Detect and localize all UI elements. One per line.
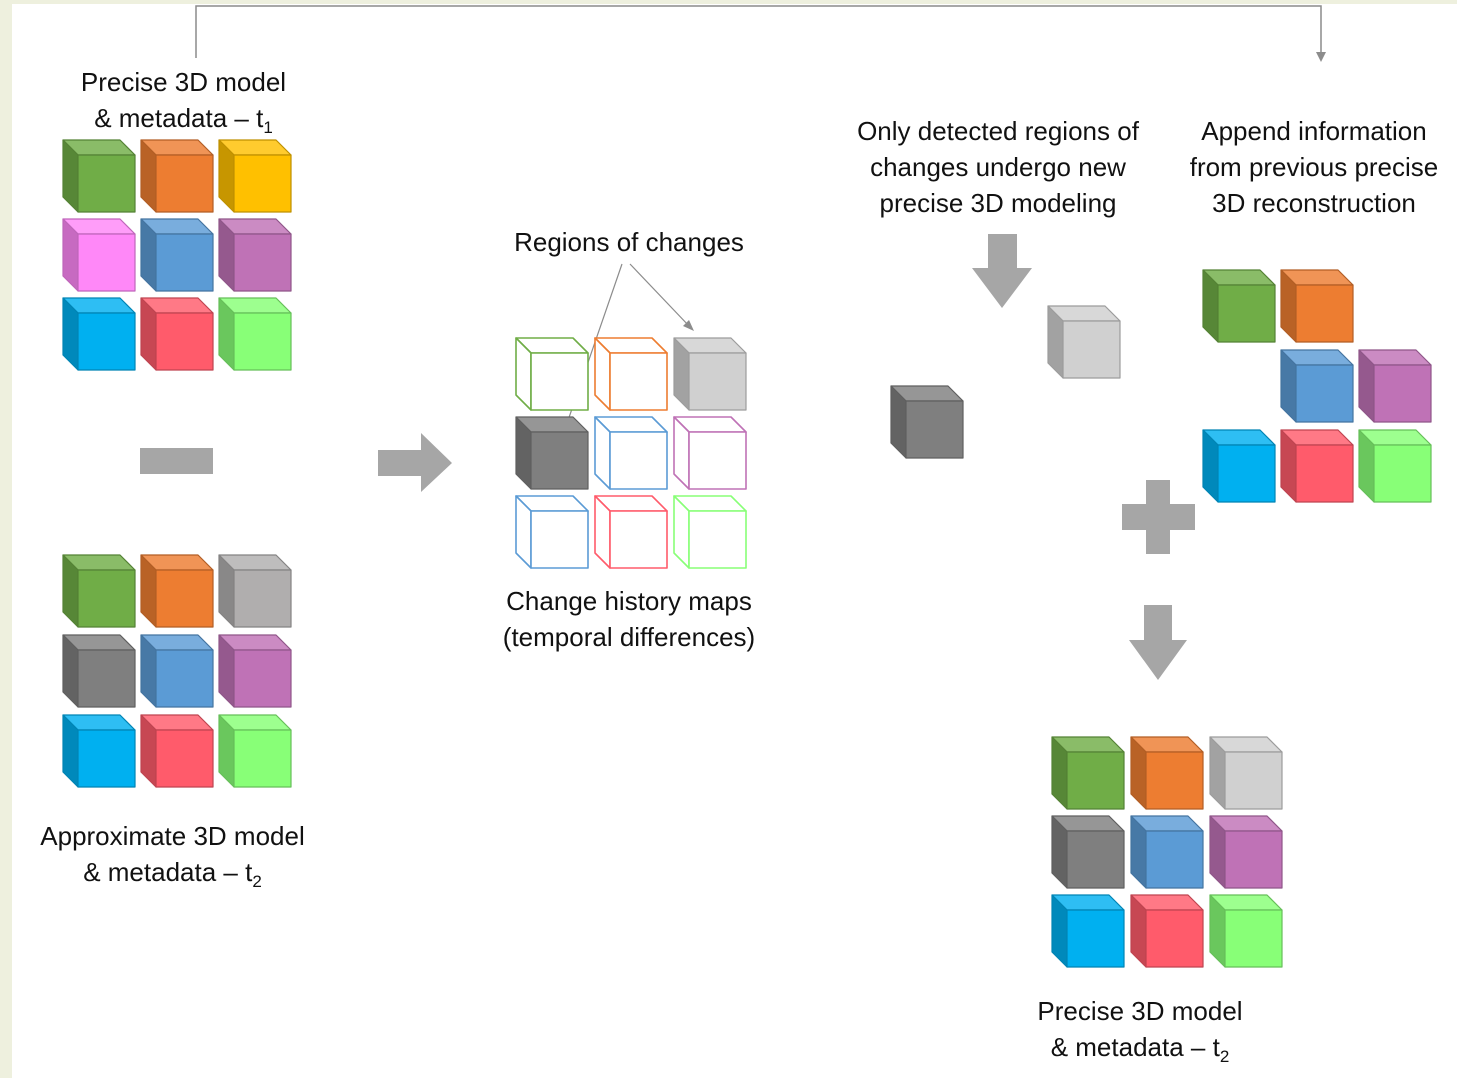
t2-precise-cube-1 [1051, 736, 1125, 810]
minus-icon [140, 448, 213, 474]
only-detected-label-line3: precise 3D modeling [879, 188, 1117, 218]
change-map-cube-7 [515, 495, 589, 569]
t2-model-label: Precise 3D model & metadata – t2 [1010, 993, 1270, 1065]
new-precise-cube-1 [1047, 305, 1121, 379]
regions-of-changes-label: Regions of changes [514, 227, 744, 257]
appended-cube-2 [1280, 269, 1354, 343]
append-info-label-line1: Append information [1201, 116, 1427, 146]
t1-precise-cube-2 [140, 139, 214, 213]
t2-precise-cube-5 [1130, 815, 1204, 889]
t2-model-label-text: & metadata – t [1050, 1032, 1220, 1062]
t1-model-label-text: & metadata – t [94, 103, 264, 133]
only-detected-label-line1: Only detected regions of [857, 116, 1139, 146]
only-detected-label-line2: changes undergo new [870, 152, 1126, 182]
feedback-connector-line [195, 5, 1322, 58]
t1-model-label: Precise 3D model & metadata – t1 [56, 64, 311, 136]
t1-precise-cube-7 [62, 297, 136, 371]
arrow-right-icon [378, 433, 452, 492]
change-map-cube-2 [594, 337, 668, 411]
t2-precise-cube-7 [1051, 894, 1125, 968]
t2-approximate-cube-7 [62, 714, 136, 788]
t2-approx-label-text: & metadata – t [83, 857, 253, 887]
appended-cube-5 [1280, 349, 1354, 423]
t2-approx-label-line2: & metadata – t2 [20, 854, 325, 890]
new-precise-cube-2 [890, 385, 964, 459]
t2-approximate-cube-4 [62, 634, 136, 708]
change-map-cube-6 [673, 416, 747, 490]
change-map-cube-5 [594, 416, 668, 490]
arrow-down-icon [1129, 605, 1187, 680]
t1-precise-cube-1 [62, 139, 136, 213]
t2-approx-label-line1: Approximate 3D model [40, 821, 305, 851]
t2-precise-cube-9 [1209, 894, 1283, 968]
arrow-down-icon [972, 234, 1032, 308]
t1-precise-cube-3 [218, 139, 292, 213]
appended-cube-6 [1358, 349, 1432, 423]
change-map-cube-3 [673, 337, 747, 411]
change-map-cube-9 [673, 495, 747, 569]
t1-model-label-line2: & metadata – t1 [56, 100, 311, 136]
t2-precise-cube-4 [1051, 815, 1125, 889]
t2-precise-cube-3 [1209, 736, 1283, 810]
t2-approximate-cube-8 [140, 714, 214, 788]
only-detected-label: Only detected regions of changes undergo… [832, 113, 1164, 221]
appended-cube-9 [1358, 429, 1432, 503]
t1-subscript: 1 [263, 118, 273, 137]
change-map-cube-4 [515, 416, 589, 490]
t2-approximate-cube-5 [140, 634, 214, 708]
append-info-label: Append information from previous precise… [1172, 113, 1456, 221]
t2-model-label-line2: & metadata – t2 [1010, 1029, 1270, 1065]
appended-cube-7 [1202, 429, 1276, 503]
t2-model-subscript: 2 [1219, 1047, 1230, 1066]
change-map-cube-8 [594, 495, 668, 569]
t2-subscript: 2 [252, 872, 262, 891]
t2-approx-label: Approximate 3D model & metadata – t2 [20, 818, 325, 890]
pointer-line-light [629, 263, 691, 328]
change-maps-label: Change history maps (temporal difference… [470, 583, 788, 655]
plus-icon-bar [1122, 504, 1195, 530]
t2-precise-cube-8 [1130, 894, 1204, 968]
t2-approximate-cube-3 [218, 554, 292, 628]
appended-cube-8 [1280, 429, 1354, 503]
t1-precise-cube-6 [218, 218, 292, 292]
change-maps-label-line2: (temporal differences) [502, 622, 756, 652]
change-maps-label-line1: Change history maps [506, 586, 752, 616]
feedback-connector-arrowhead [1316, 52, 1326, 62]
t1-precise-cube-4 [62, 218, 136, 292]
t2-approximate-cube-6 [218, 634, 292, 708]
append-info-label-line2: from previous precise [1189, 152, 1439, 182]
pointer-arrowhead-light [683, 320, 694, 331]
t1-model-label-line1: Precise 3D model [80, 67, 287, 97]
t2-approximate-cube-2 [140, 554, 214, 628]
t2-model-label-line1: Precise 3D model [1037, 996, 1243, 1026]
t1-precise-cube-8 [140, 297, 214, 371]
t2-precise-cube-6 [1209, 815, 1283, 889]
t2-precise-cube-2 [1130, 736, 1204, 810]
t1-precise-cube-9 [218, 297, 292, 371]
t1-precise-cube-5 [140, 218, 214, 292]
t2-approximate-cube-9 [218, 714, 292, 788]
change-map-cube-1 [515, 337, 589, 411]
cube-layer [62, 139, 1432, 968]
append-info-label-line3: 3D reconstruction [1212, 188, 1416, 218]
appended-cube-1 [1202, 269, 1276, 343]
t2-approximate-cube-1 [62, 554, 136, 628]
